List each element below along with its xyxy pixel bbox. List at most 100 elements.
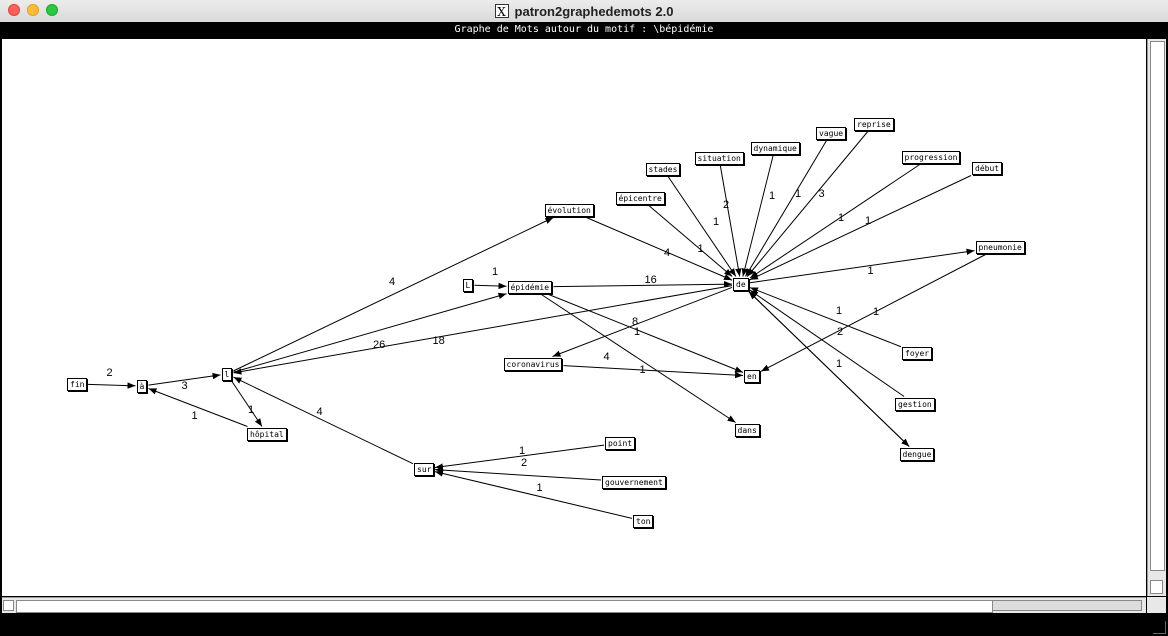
horizontal-scrollbar[interactable] <box>2 597 1146 613</box>
edge-point-sur <box>434 444 605 470</box>
x11-logo-icon: X <box>494 4 509 19</box>
node-a[interactable]: à <box>136 379 148 393</box>
node-ton[interactable]: ton <box>633 514 654 528</box>
node-epicentre[interactable]: épicentre <box>615 191 665 205</box>
node-foyer[interactable]: foyer <box>902 346 933 360</box>
edge-gouvernement-sur <box>434 466 602 481</box>
edge-situation-de <box>719 165 742 277</box>
edge-foyer-de <box>749 287 902 348</box>
edge-a-l <box>148 372 221 386</box>
node-sur[interactable]: sur <box>414 462 435 476</box>
vertical-scroll-thumb[interactable] <box>1150 41 1165 571</box>
edge-weight-evolution-de: 4 <box>664 247 671 259</box>
horizontal-scroll-thumb[interactable] <box>16 600 993 613</box>
edge-weight-epidemie-en: 8 <box>632 315 639 328</box>
node-de[interactable]: de <box>733 277 749 291</box>
graph-edges <box>87 131 986 519</box>
edge-weight-point-sur: 1 <box>519 445 526 457</box>
node-stades[interactable]: stades <box>645 162 681 176</box>
edge-epidemie-de <box>553 281 733 288</box>
edge-l-hopital <box>231 381 263 427</box>
edge-weight-de-dengue: 1 <box>836 358 843 370</box>
node-L[interactable]: L <box>462 278 474 292</box>
resize-grip-icon[interactable] <box>1153 621 1166 634</box>
edge-weight-fin-a: 2 <box>106 367 113 379</box>
edge-sur-l <box>233 376 414 465</box>
edge-weight-epicentre-de: 1 <box>697 243 704 255</box>
node-reprise[interactable]: reprise <box>854 117 894 131</box>
node-situation[interactable]: situation <box>694 151 744 165</box>
edge-weight-de-pneumonie: 1 <box>867 264 874 277</box>
edge-dengue-de <box>748 291 910 447</box>
edge-vague-de <box>745 140 827 277</box>
edge-weight-situation-de: 2 <box>723 199 730 211</box>
edge-weight-epidemie-de: 16 <box>644 273 657 286</box>
edge-pneumonie-en <box>760 254 986 372</box>
node-fin[interactable]: fin <box>67 377 88 391</box>
edge-de-coronavirus <box>552 286 733 357</box>
edge-weight-l-evolution: 4 <box>389 276 396 288</box>
node-pneumonie[interactable]: pneumonie <box>975 240 1025 254</box>
edge-L-epidemie <box>474 282 507 290</box>
scroll-left-arrow-icon[interactable] <box>3 600 14 611</box>
title-bar: X patron2graphedemots 2.0 <box>0 0 1168 23</box>
edge-weight-sur-l: 4 <box>316 405 323 418</box>
edge-weight-dynamique-de: 1 <box>769 190 776 202</box>
edge-epidemie-dans <box>541 294 736 423</box>
close-window-button[interactable] <box>8 4 20 16</box>
node-gestion[interactable]: gestion <box>895 397 935 411</box>
node-dans[interactable]: dans <box>734 423 760 437</box>
edge-weight-progression-de: 1 <box>838 211 845 224</box>
edge-weight-de-l: 26 <box>373 339 386 351</box>
edge-epicentre-de <box>648 205 733 277</box>
edge-hopital-a <box>148 388 248 427</box>
edge-reprise-de <box>746 131 869 277</box>
edge-weight-l-hopital: 1 <box>248 404 255 416</box>
node-hopital[interactable]: hôpital <box>247 427 287 441</box>
edge-weight-pneumonie-en: 1 <box>873 305 880 318</box>
edge-de-l <box>233 285 733 375</box>
node-progression[interactable]: progression <box>901 150 961 164</box>
edge-dynamique-de <box>741 155 774 277</box>
edge-ton-sur <box>434 470 633 519</box>
node-l[interactable]: l <box>221 367 233 381</box>
edge-weight-l-epidemie: 18 <box>432 334 445 347</box>
edge-weight-vague-de: 1 <box>795 187 802 200</box>
node-en[interactable]: en <box>744 369 760 383</box>
edge-weight-hopital-a: 1 <box>191 410 198 422</box>
edge-de-pneumonie <box>749 248 975 284</box>
scroll-down-arrow-icon[interactable] <box>1150 580 1163 594</box>
node-gouvernement[interactable]: gouvernement <box>602 475 666 489</box>
vertical-scrollbar[interactable] <box>1147 39 1166 596</box>
edge-l-epidemie <box>233 292 507 373</box>
title-wrap: X patron2graphedemots 2.0 <box>0 0 1168 22</box>
node-dengue[interactable]: dengue <box>899 447 935 461</box>
edge-progression-de <box>749 164 921 279</box>
node-evolution[interactable]: évolution <box>544 203 594 217</box>
edge-weight-epidemie-dans: 4 <box>603 350 610 363</box>
node-dynamique[interactable]: dynamique <box>750 141 800 155</box>
node-coronavirus[interactable]: coronavirus <box>503 357 563 371</box>
edge-weight-L-epidemie: 1 <box>492 266 499 278</box>
edge-fin-a <box>87 382 136 389</box>
edge-weight-debut-de: 1 <box>865 215 872 227</box>
edge-weight-foyer-de: 1 <box>836 304 843 317</box>
edge-weight-coronavirus-en: 1 <box>639 364 646 376</box>
edge-evolution-de <box>586 217 733 281</box>
node-epidemie[interactable]: épidémie <box>507 280 553 294</box>
edge-coronavirus-en <box>563 365 744 379</box>
edge-weight-reprise-de: 3 <box>818 188 825 200</box>
graph-subtitle: Graphe de Mots autour du motif : \bépidé… <box>0 22 1168 38</box>
edge-weight-ton-sur: 1 <box>536 482 543 494</box>
node-vague[interactable]: vague <box>816 126 847 140</box>
maximize-window-button[interactable] <box>46 4 58 16</box>
minimize-window-button[interactable] <box>27 4 39 16</box>
edge-weight-stades-de: 1 <box>713 215 720 228</box>
edge-gestion-de <box>749 289 905 397</box>
edge-weight-gouvernement-sur: 2 <box>521 456 528 469</box>
node-point[interactable]: point <box>605 436 636 450</box>
edge-stades-de <box>667 176 737 277</box>
node-debut[interactable]: début <box>972 161 1003 175</box>
scroll-right-arrow-icon[interactable] <box>992 600 1142 611</box>
